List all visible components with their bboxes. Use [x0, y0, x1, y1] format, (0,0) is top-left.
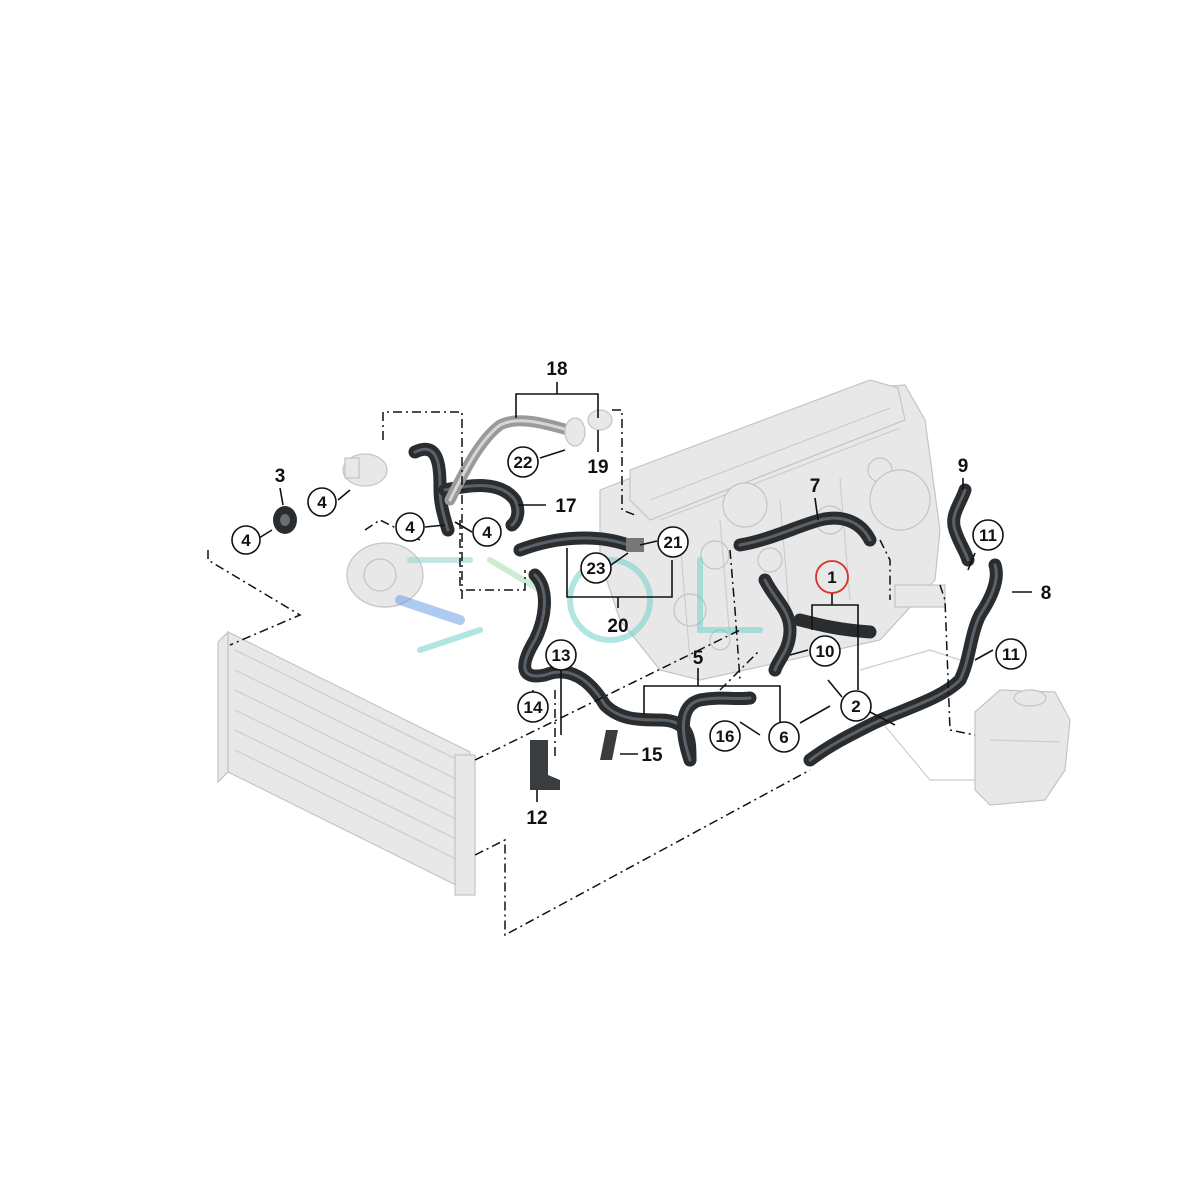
label-14: 14	[524, 698, 543, 717]
hose-20	[513, 531, 644, 557]
ghost-pipe-2	[879, 719, 975, 781]
label-6: 6	[779, 728, 788, 747]
callout-13: 13	[545, 639, 577, 671]
label-13: 13	[552, 646, 571, 665]
callout-16: 16	[709, 720, 741, 752]
label-20: 20	[607, 616, 628, 637]
expansion-tank	[974, 689, 1071, 806]
callout-6: 6	[768, 721, 800, 753]
label-16: 16	[716, 727, 735, 746]
hose-9	[947, 483, 975, 567]
hose-13	[518, 568, 697, 767]
callout-11-b: 11	[995, 638, 1027, 670]
leader-lines	[258, 382, 1032, 802]
callout-21: 21	[657, 526, 689, 558]
hose-7	[733, 511, 877, 552]
label-5: 5	[693, 648, 704, 669]
part-3-grommet	[273, 506, 297, 534]
label-22: 22	[514, 453, 533, 472]
label-23: 23	[587, 559, 606, 578]
engine-block	[599, 379, 941, 681]
label-8: 8	[1041, 583, 1052, 604]
ghost-pipe-1	[859, 649, 961, 671]
reference-lines	[207, 409, 976, 937]
label-4-b: 4	[317, 493, 327, 512]
auxiliary-water-pump	[342, 453, 388, 487]
hose-17	[408, 442, 525, 537]
label-19: 19	[587, 457, 608, 478]
label-4-a: 4	[241, 531, 251, 550]
label-1: 1	[827, 568, 836, 587]
callout-22: 22	[507, 446, 539, 478]
hose-8	[803, 558, 1003, 767]
label-21: 21	[664, 533, 683, 552]
callout-4-c: 4	[395, 512, 425, 542]
callout-4-d: 4	[472, 517, 502, 547]
label-11-a: 11	[979, 526, 997, 545]
label-4-d: 4	[482, 523, 492, 542]
label-12: 12	[526, 808, 547, 829]
callout-1: 1	[815, 560, 849, 594]
callout-11-a: 11	[972, 519, 1004, 551]
callout-23: 23	[580, 552, 612, 584]
label-3: 3	[275, 466, 286, 487]
label-17: 17	[555, 496, 576, 517]
label-4-c: 4	[405, 518, 415, 537]
callout-14: 14	[517, 691, 549, 723]
hose-16	[676, 691, 757, 767]
callout-10: 10	[809, 635, 841, 667]
label-10: 10	[816, 642, 835, 661]
electric-water-pump	[346, 542, 424, 608]
hose-1	[758, 573, 877, 677]
label-2: 2	[851, 697, 860, 716]
thermostat-housing	[894, 584, 946, 608]
label-9: 9	[958, 456, 969, 477]
pipe-18	[444, 409, 613, 506]
label-7: 7	[810, 476, 821, 497]
label-11-b: 11	[1002, 645, 1020, 664]
callout-2: 2	[840, 690, 872, 722]
label-18: 18	[546, 359, 567, 380]
bracket-12	[530, 740, 560, 790]
label-15: 15	[641, 745, 663, 766]
bracket-15	[600, 730, 618, 760]
radiator	[217, 630, 476, 896]
callout-4-b: 4	[307, 487, 337, 517]
callout-4-a: 4	[231, 525, 261, 555]
